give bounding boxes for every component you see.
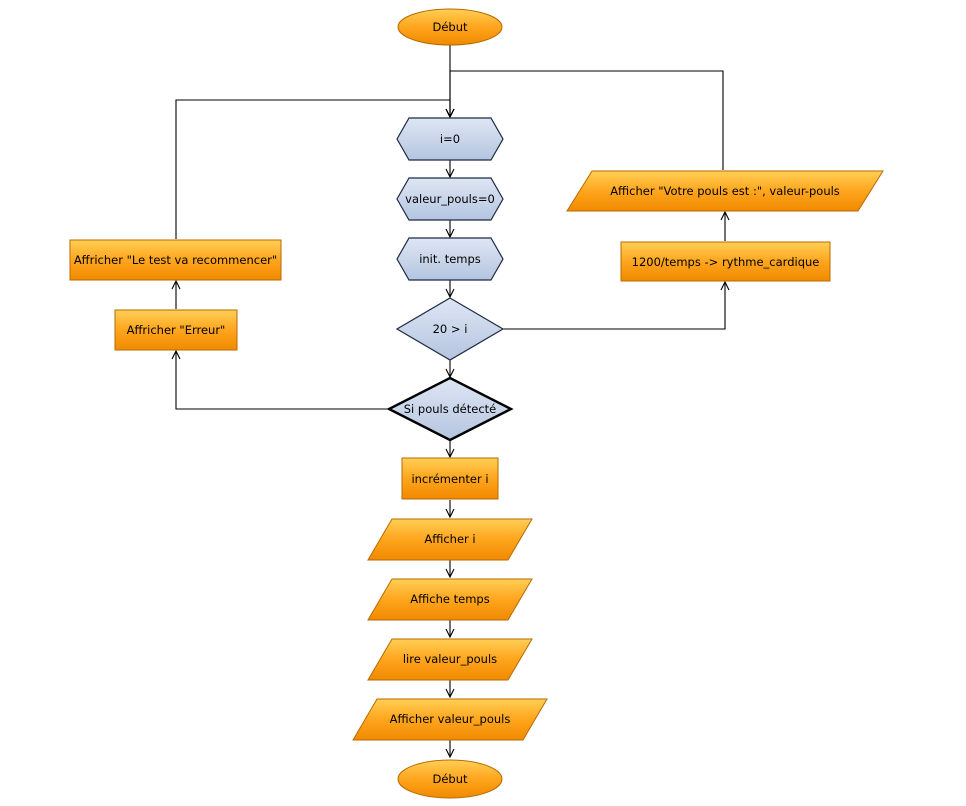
show-temps-label: Affiche temps	[410, 592, 489, 606]
edge-loop-condition-to-compute-rhythm	[503, 282, 725, 330]
show-restart-process: Affricher "Le test va recommencer"	[69, 239, 282, 281]
compute-rhythm-label: 1200/temps -> rythme_cardique	[632, 255, 820, 269]
init-temps-label: init. temps	[419, 252, 481, 266]
init-pouls-label: valeur_pouls=0	[405, 192, 495, 206]
show-error-process: Affricher "Erreur"	[114, 309, 238, 351]
show-error-label: Affricher "Erreur"	[127, 323, 226, 337]
init-i-preparation: i=0	[396, 117, 504, 161]
read-pouls-label: lire valeur_pouls	[403, 652, 497, 666]
show-i-label: Afficher i	[424, 532, 475, 546]
connectors	[176, 45, 725, 757]
increment-i-process: incrémenter i	[401, 457, 499, 500]
start-label: Début	[432, 20, 468, 34]
end-label: Début	[432, 772, 468, 786]
edge-show-result-back-to-top	[450, 70, 724, 170]
edge-pulse-condition-to-show-error	[176, 351, 389, 410]
show-pouls-io: Afficher valeur_pouls	[352, 698, 548, 741]
show-restart-label: Affricher "Le test va recommencer"	[74, 253, 277, 267]
pulse-condition-decision: Si pouls détecté	[386, 376, 514, 442]
pulse-condition-label: Si pouls détecté	[404, 402, 496, 416]
show-pouls-label: Afficher valeur_pouls	[390, 712, 511, 726]
show-temps-io: Affiche temps	[367, 578, 533, 621]
init-pouls-preparation: valeur_pouls=0	[396, 177, 504, 221]
show-result-io: Afficher "Votre pouls est :", valeur-pou…	[566, 170, 884, 212]
show-result-label: Afficher "Votre pouls est :", valeur-pou…	[610, 184, 840, 198]
loop-condition-label: 20 > i	[433, 322, 468, 336]
increment-i-label: incrémenter i	[411, 472, 488, 486]
start-terminal: Début	[397, 8, 503, 46]
read-pouls-io: lire valeur_pouls	[367, 638, 533, 681]
show-i-io: Afficher i	[367, 518, 533, 561]
init-i-label: i=0	[440, 132, 460, 146]
edge-show-restart-back-to-top	[175, 99, 450, 239]
end-terminal: Début	[397, 759, 503, 799]
init-temps-preparation: init. temps	[396, 237, 504, 281]
compute-rhythm-process: 1200/temps -> rythme_cardique	[620, 241, 831, 282]
loop-condition-decision: 20 > i	[395, 297, 505, 361]
